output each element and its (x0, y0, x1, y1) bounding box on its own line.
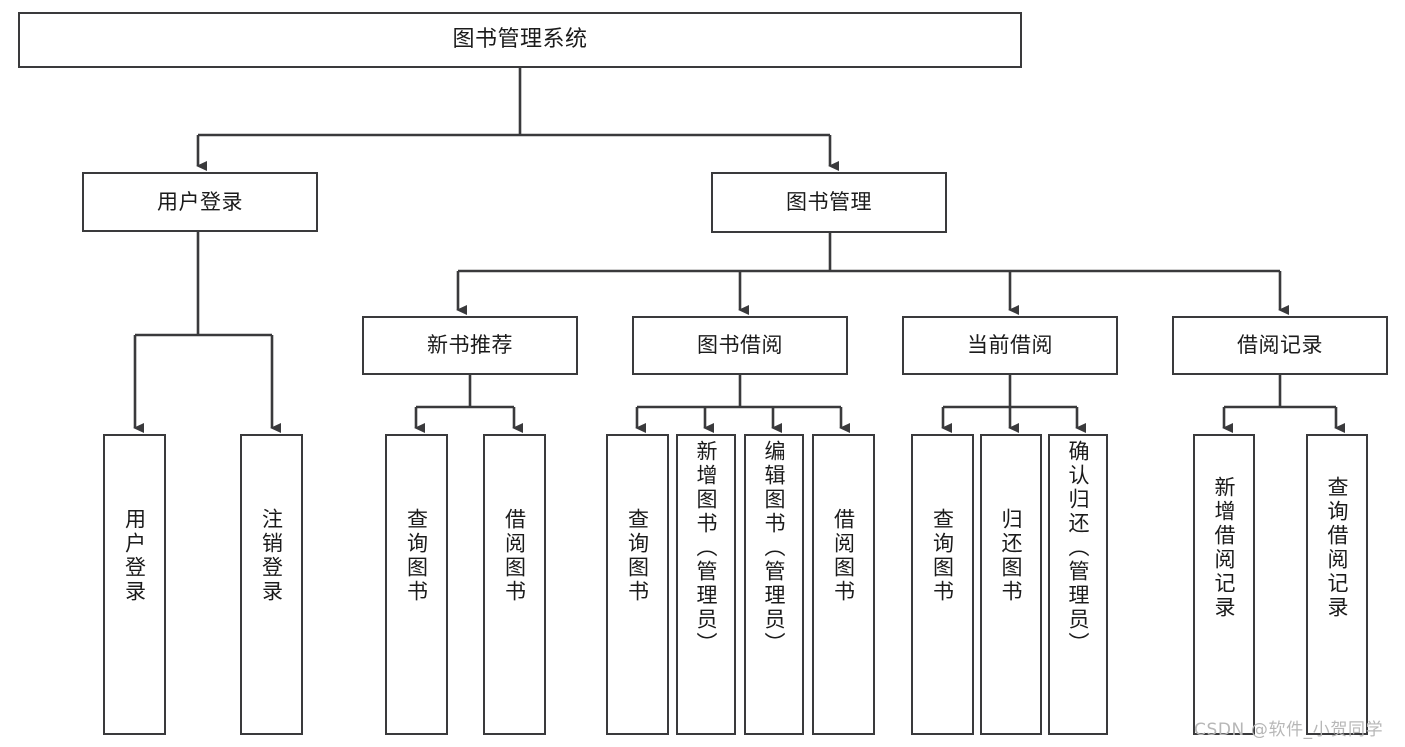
leaf-borrow-book-recommend[interactable]: 借阅图书 (483, 434, 546, 735)
node-borrow-record-label: 借阅记录 (1237, 333, 1323, 358)
node-new-book-recommend-label: 新书推荐 (427, 333, 513, 358)
leaf-add-book[interactable]: 新增图书（管理员） (676, 434, 736, 735)
leaf-query-book-recommend-label: 查询图书 (404, 508, 429, 604)
leaf-confirm-return-label: 确认归还（管理员） (1066, 440, 1091, 656)
csdn-watermark: CSDN @软件_小贺同学 (1194, 720, 1384, 740)
leaf-borrow-book-label: 借阅图书 (831, 508, 856, 604)
node-new-book-recommend[interactable]: 新书推荐 (362, 316, 578, 375)
leaf-query-book-current[interactable]: 查询图书 (911, 434, 974, 735)
leaf-query-borrow-record-label: 查询借阅记录 (1325, 476, 1350, 620)
leaf-add-borrow-record[interactable]: 新增借阅记录 (1193, 434, 1255, 735)
leaf-add-book-label: 新增图书（管理员） (694, 440, 719, 656)
node-root[interactable]: 图书管理系统 (18, 12, 1022, 68)
node-book-manage[interactable]: 图书管理 (711, 172, 947, 233)
leaf-return-book[interactable]: 归还图书 (980, 434, 1042, 735)
node-book-manage-label: 图书管理 (786, 190, 872, 215)
leaf-user-login-label: 用户登录 (122, 508, 147, 604)
leaf-user-login[interactable]: 用户登录 (103, 434, 166, 735)
node-borrow-record[interactable]: 借阅记录 (1172, 316, 1388, 375)
node-user-login[interactable]: 用户登录 (82, 172, 318, 232)
node-current-borrow-label: 当前借阅 (967, 333, 1053, 358)
leaf-return-book-label: 归还图书 (999, 508, 1024, 604)
node-book-borrow[interactable]: 图书借阅 (632, 316, 848, 375)
leaf-borrow-book-recommend-label: 借阅图书 (502, 508, 527, 604)
leaf-logout[interactable]: 注销登录 (240, 434, 303, 735)
leaf-confirm-return[interactable]: 确认归还（管理员） (1048, 434, 1108, 735)
leaf-edit-book[interactable]: 编辑图书（管理员） (744, 434, 804, 735)
leaf-query-book-borrow-label: 查询图书 (625, 508, 650, 604)
leaf-query-book-current-label: 查询图书 (930, 508, 955, 604)
node-current-borrow[interactable]: 当前借阅 (902, 316, 1118, 375)
leaf-query-borrow-record[interactable]: 查询借阅记录 (1306, 434, 1368, 735)
node-root-label: 图书管理系统 (452, 27, 588, 53)
leaf-add-borrow-record-label: 新增借阅记录 (1212, 476, 1237, 620)
node-user-login-label: 用户登录 (157, 189, 243, 214)
leaf-borrow-book[interactable]: 借阅图书 (812, 434, 875, 735)
node-book-borrow-label: 图书借阅 (697, 333, 783, 358)
leaf-query-book-recommend[interactable]: 查询图书 (385, 434, 448, 735)
leaf-query-book-borrow[interactable]: 查询图书 (606, 434, 669, 735)
leaf-edit-book-label: 编辑图书（管理员） (762, 440, 787, 656)
leaf-logout-label: 注销登录 (259, 508, 284, 604)
